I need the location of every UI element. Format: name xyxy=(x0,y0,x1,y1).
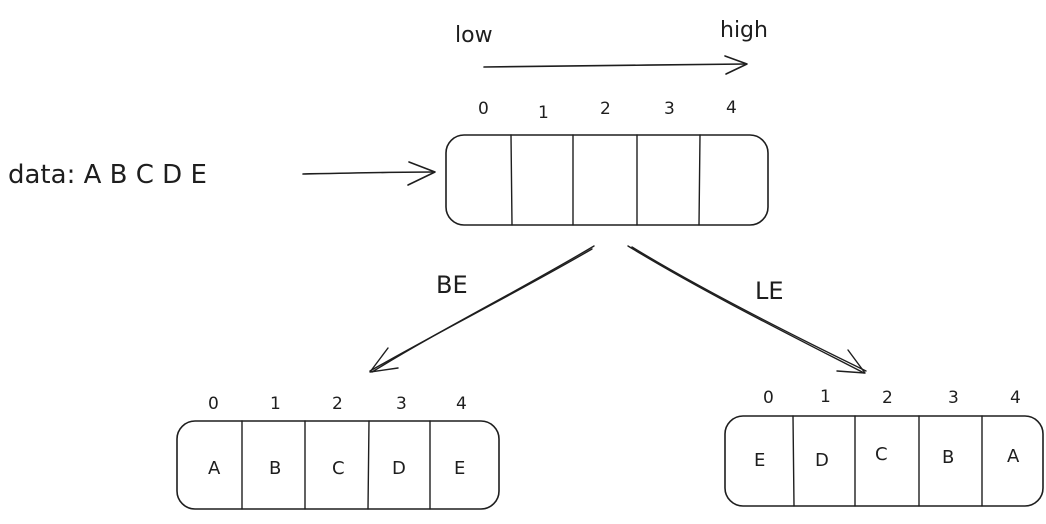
le-cell-3: B xyxy=(942,447,954,468)
top-index-0: 0 xyxy=(478,99,489,119)
be-index-1: 1 xyxy=(270,394,281,414)
be-array-frame xyxy=(176,420,500,510)
be-index-0: 0 xyxy=(208,394,219,414)
le-cell-4: A xyxy=(1007,446,1020,467)
le-index-0: 0 xyxy=(763,388,774,408)
input-arrow xyxy=(302,161,436,186)
top-index-1: 1 xyxy=(538,103,549,123)
top-divider-4 xyxy=(698,134,701,226)
be-cell-4: E xyxy=(454,458,465,479)
le-arrow xyxy=(627,245,867,374)
le-index-2: 2 xyxy=(882,388,893,408)
be-cell-0: A xyxy=(208,458,221,479)
le-label: LE xyxy=(755,277,784,305)
high-label: high xyxy=(720,18,768,43)
top-memory-array: 0 1 2 3 4 xyxy=(445,98,769,226)
le-index-1: 1 xyxy=(820,387,831,407)
be-cell-1: B xyxy=(269,458,281,479)
be-cell-2: C xyxy=(332,458,345,479)
le-divider-1 xyxy=(792,415,795,507)
be-index-4: 4 xyxy=(456,394,467,414)
le-index-3: 3 xyxy=(948,388,959,408)
top-index-4: 4 xyxy=(726,98,737,118)
le-cell-2: C xyxy=(875,444,888,465)
big-endian-array: 0 1 2 3 4 A B C D E xyxy=(176,394,500,510)
le-cell-0: E xyxy=(754,450,765,471)
be-index-2: 2 xyxy=(332,394,343,414)
data-input-label: data: A B C D E xyxy=(8,160,207,190)
top-index-2: 2 xyxy=(600,99,611,119)
be-arrow xyxy=(369,245,595,373)
be-label: BE xyxy=(436,271,468,299)
le-index-4: 4 xyxy=(1010,388,1021,408)
be-index-3: 3 xyxy=(396,394,407,414)
low-high-arrow xyxy=(483,55,748,75)
top-array-frame xyxy=(445,134,769,226)
le-cell-1: D xyxy=(815,450,829,471)
le-array-frame xyxy=(724,415,1044,507)
low-label: low xyxy=(455,23,493,48)
be-cell-3: D xyxy=(392,458,406,479)
be-divider-3 xyxy=(367,420,370,510)
little-endian-array: 0 1 2 3 4 E D C B A xyxy=(724,387,1044,507)
top-index-3: 3 xyxy=(664,99,675,119)
top-divider-1 xyxy=(510,134,513,226)
